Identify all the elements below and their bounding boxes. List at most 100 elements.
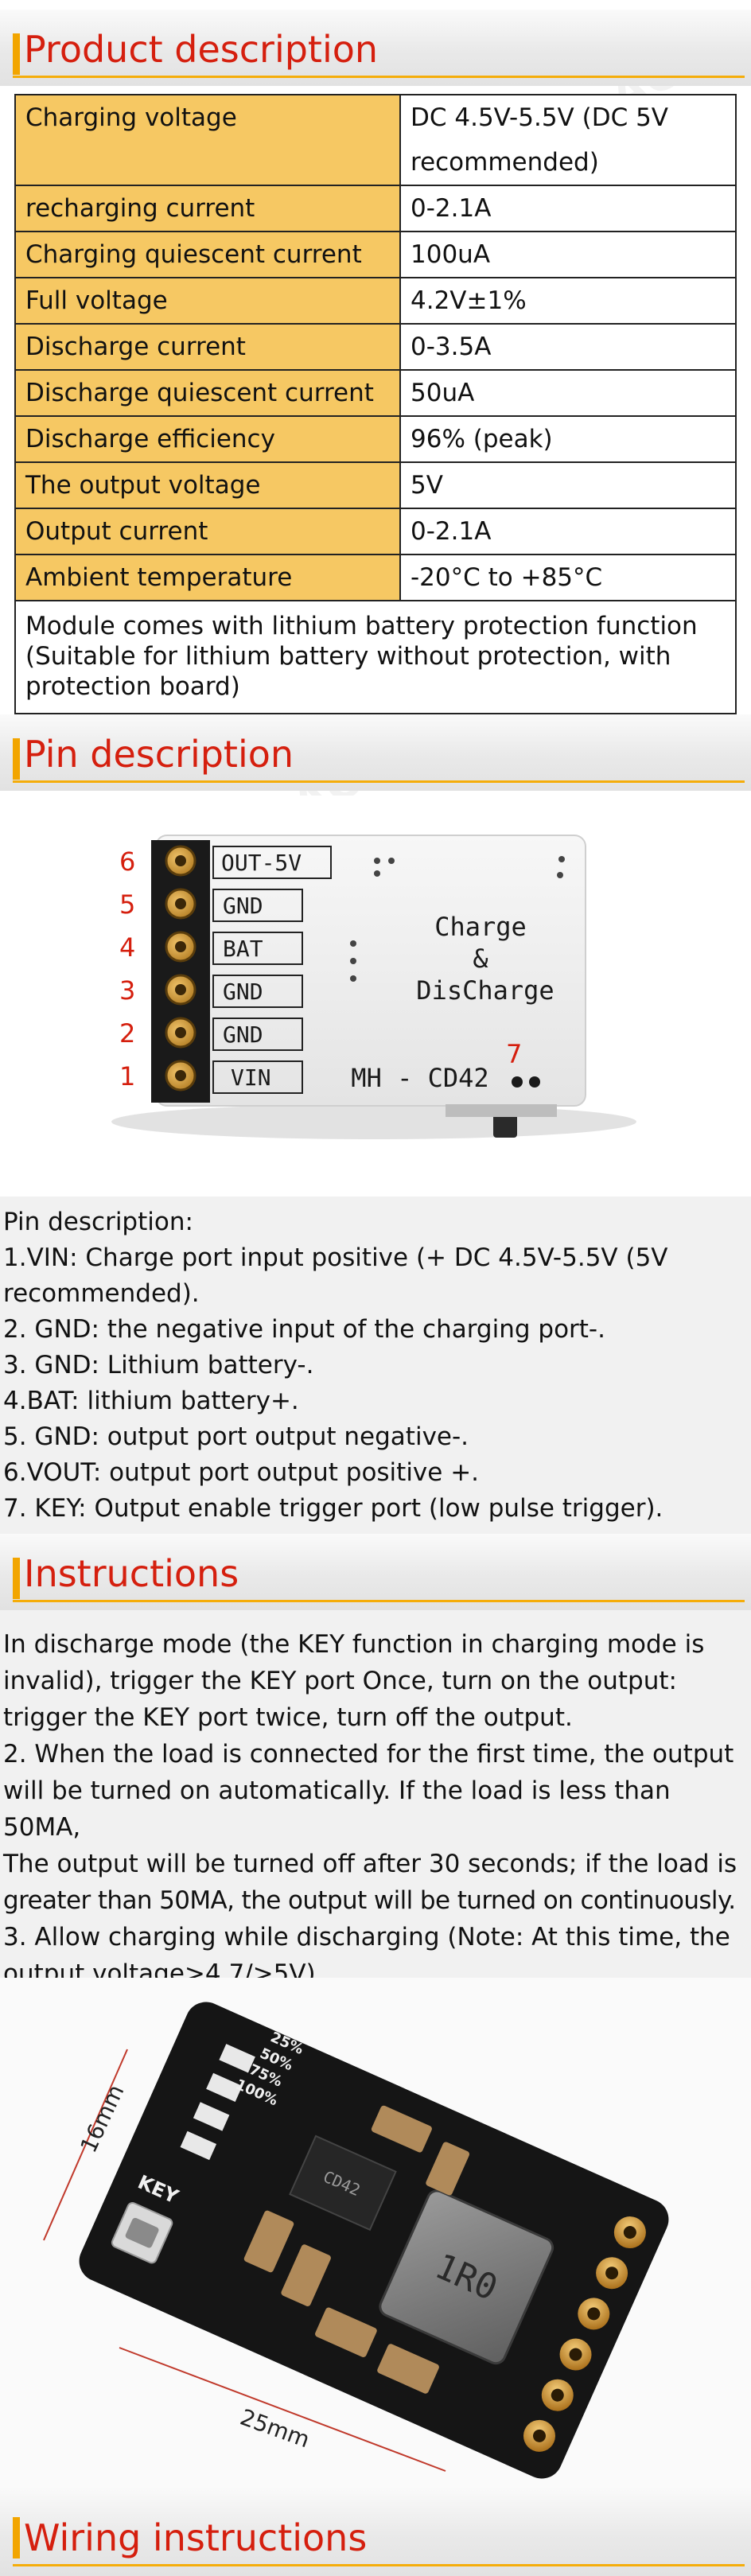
inductor — [379, 2189, 554, 2365]
pin-pads — [165, 845, 197, 1091]
spec-key: The output voltage — [14, 461, 401, 509]
section-title: Instructions — [24, 1552, 239, 1595]
pin-number: 2 — [119, 1018, 135, 1049]
spec-key: Output current — [14, 508, 401, 555]
spec-row: Discharge quiescent current 50uA — [14, 369, 737, 417]
spec-row: Charging voltage DC 4.5V-5.5V (DC 5V rec… — [14, 94, 737, 186]
spec-key: Discharge current — [14, 323, 401, 371]
ic-chip — [289, 2134, 397, 2232]
spec-value-line: recommended) — [411, 148, 599, 177]
text-line: In discharge mode (the KEY function in c… — [3, 1630, 705, 1659]
text-line: recommended). — [3, 1279, 200, 1308]
text-line: greater than 50MA, the output will be tu… — [3, 1886, 736, 1915]
pin-label: GND — [223, 893, 263, 919]
silk-text: Charge — [434, 912, 527, 942]
dimension-height: 16mm — [75, 2080, 129, 2157]
pin-label: GND — [223, 979, 263, 1005]
spec-value: 0-2.1A — [399, 508, 737, 555]
pad-strip — [151, 840, 210, 1103]
text-line: Pin description: — [3, 1208, 193, 1236]
spec-key: Discharge quiescent current — [14, 369, 401, 417]
pin-number: 1 — [119, 1061, 135, 1091]
text-line: 1.VIN: Charge port input positive (+ DC … — [3, 1243, 668, 1272]
pin-number: 4 — [119, 932, 135, 963]
dimension-width: 25mm — [237, 2404, 313, 2453]
pin-label: GND — [223, 1021, 263, 1048]
text-line: invalid), trigger the KEY port Once, tur… — [3, 1667, 677, 1695]
spec-key: Charging quiescent current — [14, 231, 401, 278]
section-title: Pin description — [24, 733, 294, 776]
spec-row: Charging quiescent current 100uA — [14, 231, 737, 278]
underline-rule — [13, 1600, 745, 1602]
spec-value: 0-2.1A — [399, 185, 737, 232]
accent-bar — [13, 1558, 20, 1599]
pin-label: BAT — [223, 936, 263, 962]
text-line: The output will be turned off after 30 s… — [3, 1850, 737, 1878]
key-number: 7 — [506, 1039, 522, 1069]
text-line: will be turned on automatically. If the … — [3, 1776, 671, 1842]
text-line: 7. KEY: Output enable trigger port (low … — [3, 1494, 663, 1523]
spec-value: 5V — [399, 461, 737, 509]
spec-row: Full voltage 4.2V±1% — [14, 277, 737, 325]
spec-note-line: Module comes with lithium battery protec… — [25, 612, 698, 640]
key-pad — [529, 1076, 540, 1088]
text-line: 3. Allow charging while discharging (Not… — [3, 1923, 730, 1951]
section-title: Wiring instructions — [24, 2516, 368, 2559]
spec-key: Charging voltage — [14, 94, 401, 186]
text-line: trigger the KEY port twice, turn off the… — [3, 1703, 573, 1732]
spec-note-line: protection board) — [25, 672, 240, 701]
spec-key: recharging current — [14, 185, 401, 232]
board-edge-component — [446, 1104, 557, 1117]
underline-rule — [13, 780, 745, 783]
pin-description-text: Pin description: 1.VIN: Charge port inpu… — [0, 1197, 751, 1534]
spec-row: Ambient temperature -20°C to +85°C — [14, 554, 737, 601]
spec-note-line: (Suitable for lithium battery without pr… — [25, 642, 671, 671]
spec-value-line: DC 4.5V-5.5V (DC 5V — [411, 103, 669, 132]
output-pads — [523, 2216, 646, 2452]
pin-board-illustration: OUT-5V GND BAT GND GND VIN 6 5 4 3 2 1 C… — [111, 835, 636, 1139]
pin-number: 5 — [119, 889, 135, 920]
silk-text: & — [473, 944, 488, 974]
spec-row: recharging current 0-2.1A — [14, 185, 737, 232]
spec-value: 4.2V±1% — [399, 277, 737, 325]
accent-bar — [13, 2517, 20, 2558]
spec-key: Full voltage — [14, 277, 401, 325]
module-photo: 1R0 CD42 25% 50% 75% 100% KEY — [0, 1978, 751, 2487]
text-line: 2. When the load is connected for the fi… — [3, 1740, 734, 1769]
pin-number: 6 — [119, 846, 135, 877]
model-text: MH - CD42 — [351, 1063, 488, 1093]
pin-label: OUT-5V — [221, 850, 302, 876]
text-line: 4.BAT: lithium battery+. — [3, 1387, 299, 1415]
spec-note: Module comes with lithium battery protec… — [14, 600, 737, 714]
pin-label-boxes — [212, 846, 332, 1094]
section-header-pins: Pin description — [0, 714, 751, 791]
spec-value: -20°C to +85°C — [399, 554, 737, 601]
instructions-text: In discharge mode (the KEY function in c… — [0, 1610, 751, 1988]
spec-row: Discharge efficiency 96% (peak) — [14, 415, 737, 463]
section-header-instructions: Instructions — [0, 1534, 751, 1610]
underline-rule — [13, 2564, 745, 2566]
spec-row: Output current 0-2.1A — [14, 508, 737, 555]
battery-leds — [180, 2044, 255, 2161]
underline-rule — [13, 76, 745, 78]
spec-value: 50uA — [399, 369, 737, 417]
key-pad — [512, 1076, 523, 1088]
section-header-product: Product description — [0, 10, 751, 86]
text-line: 2. GND: the negative input of the chargi… — [3, 1315, 605, 1344]
spec-value: 0-3.5A — [399, 323, 737, 371]
text-line: 3. GND: Lithium battery-. — [3, 1351, 314, 1379]
pin-board-photo: OUT-5V GND BAT GND GND VIN 6 5 4 3 2 1 C… — [0, 796, 751, 1197]
dimension-lines — [43, 2049, 446, 2472]
pin-number: 3 — [119, 975, 135, 1006]
text-line: 6.VOUT: output port output positive +. — [3, 1458, 480, 1487]
spec-key: Discharge efficiency — [14, 415, 401, 463]
text-line: 5. GND: output port output negative-. — [3, 1422, 469, 1451]
spec-table: Charging voltage DC 4.5V-5.5V (DC 5V rec… — [14, 94, 737, 714]
module-illustration: 1R0 CD42 25% 50% 75% 100% KEY — [43, 2002, 669, 2479]
spec-row: The output voltage 5V — [14, 461, 737, 509]
accent-bar — [13, 33, 20, 75]
spec-key: Ambient temperature — [14, 554, 401, 601]
section-header-wiring: Wiring instructions — [0, 2487, 751, 2576]
pin-label: VIN — [231, 1064, 271, 1091]
spec-value: 100uA — [399, 231, 737, 278]
